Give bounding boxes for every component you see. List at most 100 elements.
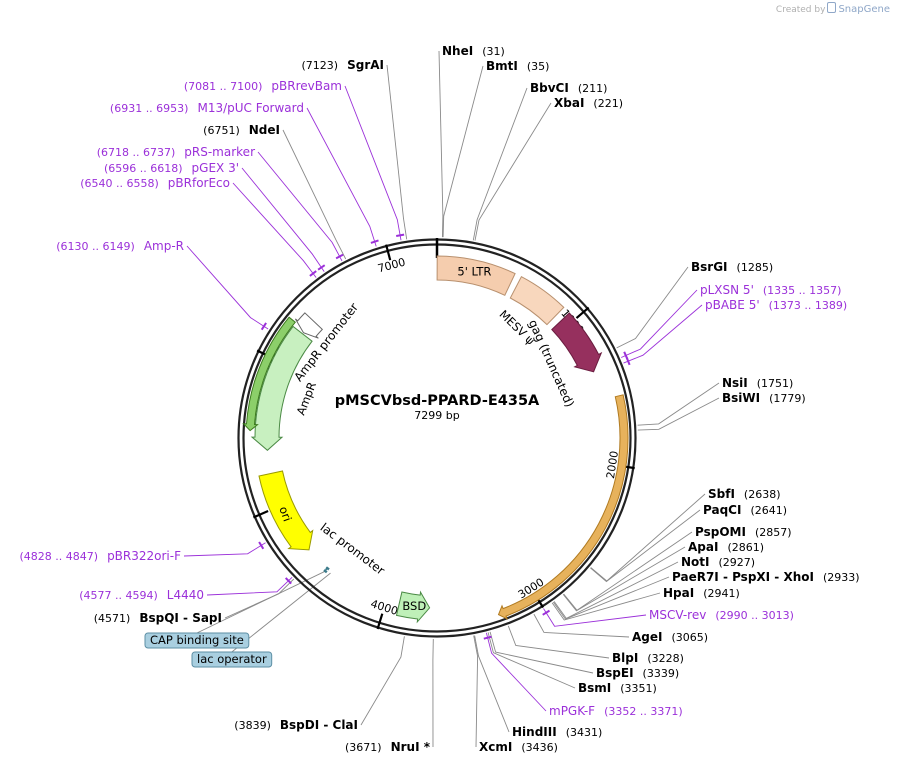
feature-arrow[interactable] — [497, 394, 629, 620]
primer-label: (7081 .. 7100)pBRrevBam — [184, 79, 342, 93]
feature-arrow[interactable] — [551, 312, 603, 373]
tick-label: 4000 — [369, 597, 400, 618]
enzyme-leader — [438, 50, 444, 238]
tick-mark — [376, 613, 384, 630]
feature-arrow[interactable] — [242, 316, 297, 432]
enzyme-leader — [487, 632, 576, 689]
feature-box-label[interactable]: CAP binding site — [144, 632, 250, 649]
enzyme-site[interactable]: BsrGI(1285) — [691, 260, 773, 274]
primer-tick — [483, 635, 492, 640]
enzyme-site[interactable]: BmtI(35) — [486, 59, 549, 73]
primer-site[interactable]: MSCV-rev(2990 .. 3013) — [649, 608, 794, 622]
feature-label: 5' LTR — [457, 265, 491, 279]
enzyme-label: PaeR7I - PspXI - XhoI(2933) — [672, 570, 860, 584]
primer-site[interactable]: pBABE 5'(1373 .. 1389) — [705, 298, 847, 312]
primer-name: pBRforEco — [168, 176, 230, 190]
enzyme-name: BspDI - ClaI — [280, 718, 358, 732]
primer-label: (6596 .. 6618)pGEX 3' — [104, 161, 239, 175]
enzyme-site[interactable]: XcmI(3436) — [479, 740, 558, 754]
primer-site[interactable]: (7081 .. 7100)pBRrevBam — [184, 79, 342, 93]
enzyme-site[interactable]: (3839)BspDI - ClaI — [234, 718, 358, 732]
enzyme-site[interactable]: PaqCI(2641) — [703, 503, 787, 517]
primer-site[interactable]: pLXSN 5'(1335 .. 1357) — [700, 283, 841, 297]
enzyme-leader — [507, 625, 610, 659]
site-position: (3228) — [647, 652, 684, 665]
enzyme-site[interactable]: BsmI(3351) — [578, 681, 657, 695]
site-position: (6931 .. 6953) — [110, 102, 189, 115]
lac-operator-mark — [324, 568, 329, 572]
enzyme-site[interactable]: HpaI(2941) — [663, 586, 740, 600]
site-position: (2641) — [750, 504, 787, 517]
enzyme-site[interactable]: SbfI(2638) — [708, 487, 781, 501]
feature-arrow[interactable] — [250, 325, 313, 451]
site-position: (6130 .. 6149) — [56, 240, 135, 253]
enzyme-name: HindIII — [512, 725, 557, 739]
site-position: (35) — [527, 60, 550, 73]
enzyme-site[interactable]: BspEI(3339) — [596, 666, 679, 680]
enzyme-name: BbvCI — [530, 81, 569, 95]
primer-site[interactable]: mPGK-F(3352 .. 3371) — [549, 704, 683, 718]
site-position: (7081 .. 7100) — [184, 80, 263, 93]
site-position: (1751) — [757, 377, 794, 390]
primer-site[interactable]: (6596 .. 6618)pGEX 3' — [104, 161, 239, 175]
enzyme-site[interactable]: (7123)SgrAI — [302, 58, 384, 72]
enzyme-site[interactable]: BbvCI(211) — [530, 81, 607, 95]
tick-mark — [252, 509, 269, 519]
enzyme-site[interactable]: AgeI(3065) — [632, 630, 708, 644]
site-position: (2927) — [719, 556, 756, 569]
enzyme-site[interactable]: BsiWI(1779) — [722, 391, 806, 405]
primer-site[interactable]: (4828 .. 4847)pBR322ori-F — [20, 549, 182, 563]
primer-label: pLXSN 5'(1335 .. 1357) — [700, 283, 841, 297]
backbone-inner-strand — [242, 243, 632, 633]
enzyme-label: NheI(31) — [442, 44, 505, 58]
primer-site[interactable]: (6540 .. 6558)pBRforEco — [80, 176, 230, 190]
site-position: (2941) — [703, 587, 740, 600]
enzyme-site[interactable]: ApaI(2861) — [688, 540, 764, 554]
primer-name: M13/pUC Forward — [197, 101, 304, 115]
site-position: (1335 .. 1357) — [763, 284, 842, 297]
enzyme-label: BsiWI(1779) — [722, 391, 806, 405]
site-position: (3436) — [521, 741, 558, 754]
primer-site[interactable]: (6931 .. 6953) M13/pUC Forward — [110, 101, 304, 115]
enzyme-site[interactable]: PspOMI(2857) — [695, 525, 792, 539]
enzyme-leader — [552, 576, 670, 620]
enzyme-leader — [474, 635, 510, 733]
enzyme-site[interactable]: PaeR7I - PspXI - XhoI(2933) — [672, 570, 860, 584]
feature-arrow[interactable] — [509, 276, 565, 326]
primer-label: (4577 .. 4594)L4440 — [79, 588, 204, 602]
feature-arrow[interactable] — [294, 312, 324, 339]
enzyme-site[interactable]: NsiI (1751) — [722, 376, 793, 390]
snapgene-logo-icon — [827, 2, 837, 13]
primer-site[interactable]: (4577 .. 4594)L4440 — [79, 588, 204, 602]
primer-site[interactable]: (6130 .. 6149)Amp-R — [56, 239, 184, 253]
enzyme-site[interactable]: XbaI(221) — [554, 96, 623, 110]
enzyme-site[interactable]: BlpI(3228) — [612, 651, 684, 665]
site-position: (4828 .. 4847) — [20, 550, 99, 563]
feature-arrow[interactable] — [395, 590, 431, 624]
primer-label: (6130 .. 6149)Amp-R — [56, 239, 184, 253]
enzyme-name: NsiI — [722, 376, 748, 390]
site-position: (2857) — [755, 526, 792, 539]
enzyme-site[interactable]: HindIII(3431) — [512, 725, 602, 739]
enzyme-label: (6751)NdeI — [203, 123, 280, 137]
enzyme-leader — [386, 64, 408, 240]
enzyme-site[interactable]: (6751)NdeI — [203, 123, 280, 137]
enzyme-leader — [473, 635, 479, 748]
primer-name: pRS-marker — [184, 145, 255, 159]
enzyme-site[interactable]: NheI(31) — [442, 44, 505, 58]
site-position: (1373 .. 1389) — [769, 299, 848, 312]
enzyme-name: NheI — [442, 44, 473, 58]
feature-arrow[interactable] — [258, 470, 314, 551]
enzyme-label: XcmI(3436) — [479, 740, 558, 754]
feature-arrow[interactable] — [436, 255, 516, 296]
enzyme-leader — [224, 578, 295, 619]
enzyme-site[interactable]: (4571)BspQI - SapI — [94, 611, 222, 625]
primer-site[interactable]: (6718 .. 6737)pRS-marker — [97, 145, 255, 159]
enzyme-label: (4571)BspQI - SapI — [94, 611, 222, 625]
enzyme-site[interactable]: (3671)NruI * — [345, 740, 431, 754]
enzyme-leader — [442, 65, 484, 238]
site-position: (4577 .. 4594) — [79, 589, 158, 602]
feature-box-label[interactable]: lac operator — [191, 651, 273, 668]
site-position: (3065) — [671, 631, 708, 644]
enzyme-site[interactable]: NotI(2927) — [681, 555, 755, 569]
